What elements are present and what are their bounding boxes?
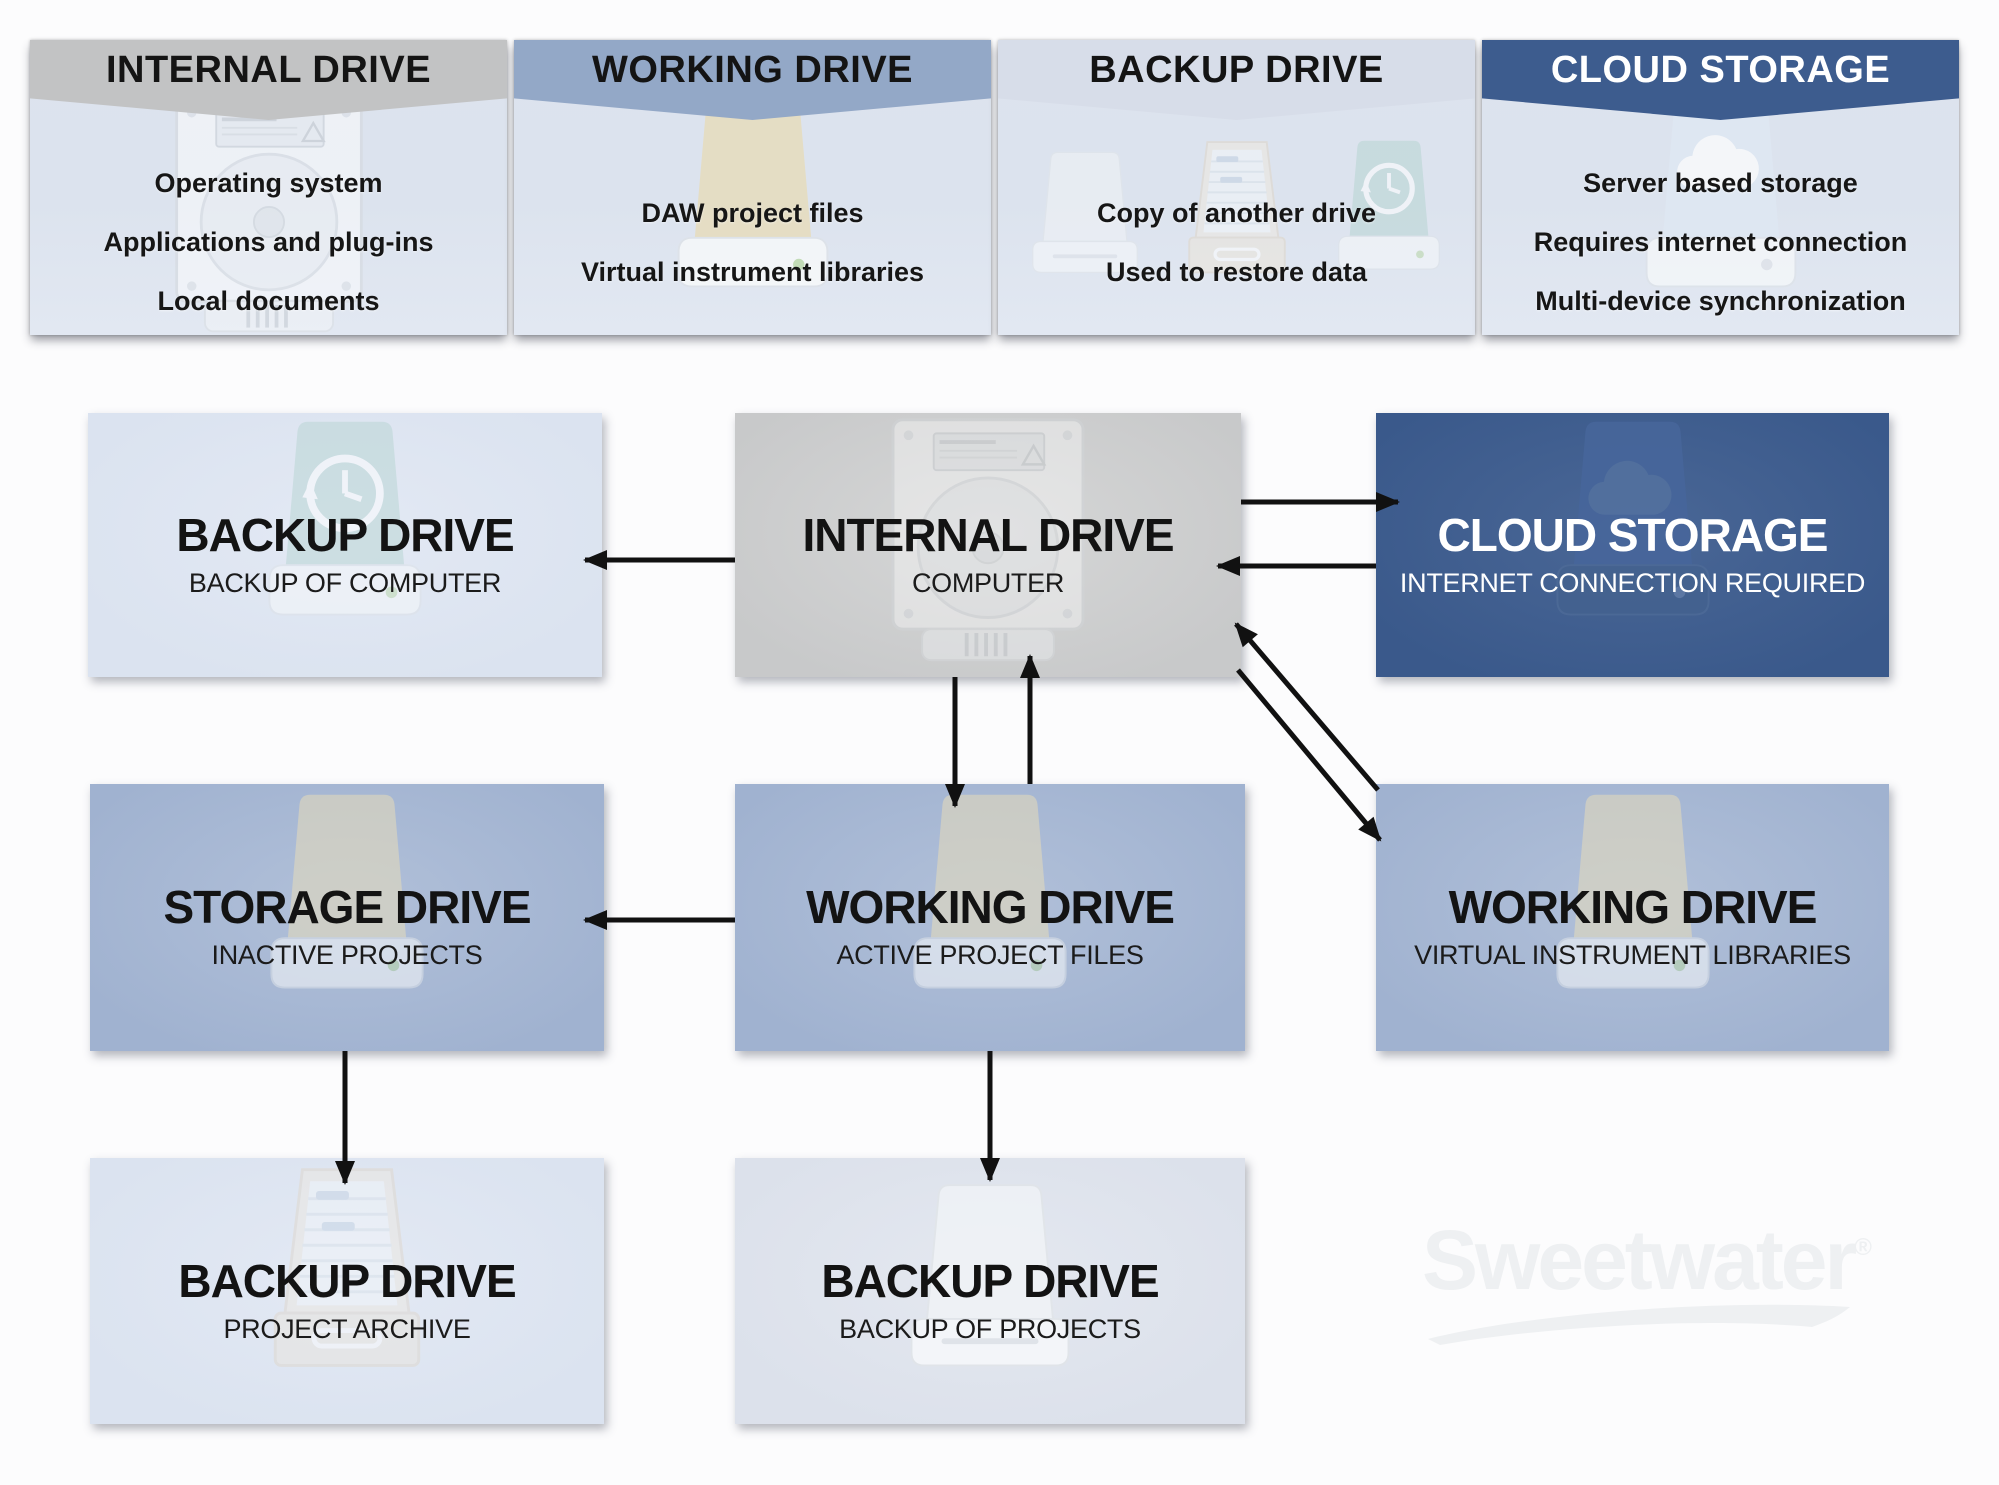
sweetwater-swoosh: [1428, 1304, 1850, 1345]
flow-node-cloud-storage: CLOUD STORAGE INTERNET CONNECTION REQUIR…: [1376, 413, 1889, 677]
sweetwater-logo: Sweetwater®: [1422, 1212, 1882, 1347]
card-body: Copy of another drive Used to restore da…: [998, 120, 1475, 335]
card-item: Requires internet connection: [1533, 227, 1908, 257]
legend-card-internal-drive: INTERNAL DRIVE Operating system Applicat…: [30, 40, 507, 335]
flow-node-storage-drive: STORAGE DRIVE INACTIVE PROJECTS: [90, 784, 604, 1051]
flow-node-working-drive-vi: WORKING DRIVE VIRTUAL INSTRUMENT LIBRARI…: [1376, 784, 1889, 1051]
card-item: DAW project files: [641, 197, 864, 228]
card-item: Copy of another drive: [1096, 197, 1377, 228]
node-text: WORKING DRIVE ACTIVE PROJECT FILES: [806, 880, 1175, 971]
card-item: Server based storage: [1583, 168, 1858, 198]
flow-node-internal-drive: INTERNAL DRIVE COMPUTER: [735, 413, 1241, 677]
node-text: CLOUD STORAGE INTERNET CONNECTION REQUIR…: [1400, 508, 1865, 599]
node-title: WORKING DRIVE: [806, 881, 1175, 933]
flow-node-backup-drive-projects: BACKUP DRIVE BACKUP OF PROJECTS: [735, 1158, 1245, 1424]
node-text: BACKUP DRIVE BACKUP OF COMPUTER: [176, 508, 514, 599]
card-title: CLOUD STORAGE: [1550, 49, 1891, 91]
node-text: BACKUP DRIVE BACKUP OF PROJECTS: [821, 1254, 1159, 1345]
node-subtitle: PROJECT ARCHIVE: [223, 1313, 471, 1344]
flow-node-working-drive-active: WORKING DRIVE ACTIVE PROJECT FILES: [735, 784, 1245, 1051]
node-subtitle: ACTIVE PROJECT FILES: [836, 940, 1144, 970]
card-body: Operating system Applications and plug-i…: [30, 120, 507, 335]
card-body: Server based storage Requires internet c…: [1482, 120, 1959, 335]
node-text: WORKING DRIVE VIRTUAL INSTRUMENT LIBRARI…: [1414, 880, 1851, 971]
card-title: INTERNAL DRIVE: [105, 49, 432, 91]
flow-node-backup-drive-computer: BACKUP DRIVE BACKUP OF COMPUTER: [88, 413, 602, 677]
card-item: Operating system: [154, 168, 383, 198]
card-header: BACKUP DRIVE: [998, 40, 1475, 120]
node-title: BACKUP DRIVE: [176, 508, 514, 561]
card-item: Virtual instrument libraries: [580, 256, 925, 287]
node-subtitle: BACKUP OF PROJECTS: [839, 1313, 1141, 1344]
card-header: INTERNAL DRIVE: [30, 40, 507, 120]
node-title: WORKING DRIVE: [1448, 881, 1818, 933]
legend-card-backup-drive: BACKUP DRIVE Copy of another drive Used …: [998, 40, 1475, 335]
node-subtitle: VIRTUAL INSTRUMENT LIBRARIES: [1414, 940, 1851, 970]
sweetwater-logo-text: Sweetwater: [1422, 1213, 1857, 1307]
node-text: INTERNAL DRIVE COMPUTER: [802, 508, 1174, 599]
legend-card-working-drive: WORKING DRIVE DAW project files Virtual …: [514, 40, 991, 335]
card-title: WORKING DRIVE: [591, 49, 914, 91]
flow-node-backup-drive-archive: BACKUP DRIVE PROJECT ARCHIVE: [90, 1158, 604, 1424]
registered-mark: ®: [1854, 1234, 1872, 1261]
node-title: INTERNAL DRIVE: [802, 508, 1174, 561]
node-subtitle: COMPUTER: [911, 567, 1065, 598]
node-title: BACKUP DRIVE: [821, 1254, 1159, 1307]
node-text: BACKUP DRIVE PROJECT ARCHIVE: [178, 1254, 516, 1345]
node-title: BACKUP DRIVE: [178, 1254, 516, 1307]
card-item: Multi-device synchronization: [1535, 286, 1906, 316]
node-subtitle: INACTIVE PROJECTS: [211, 940, 483, 970]
node-subtitle: BACKUP OF COMPUTER: [188, 567, 502, 598]
legend-card-cloud-storage: CLOUD STORAGE Server based storage Requi…: [1482, 40, 1959, 335]
card-title: BACKUP DRIVE: [1089, 49, 1384, 91]
arrow-working-vi-to-internal: [1234, 622, 1380, 792]
card-header: WORKING DRIVE: [514, 40, 991, 120]
arrow-internal-to-working-vi: [1236, 668, 1382, 842]
card-item: Applications and plug-ins: [103, 227, 434, 257]
node-title: CLOUD STORAGE: [1437, 508, 1829, 561]
node-subtitle: INTERNET CONNECTION REQUIRED: [1399, 567, 1866, 598]
node-text: STORAGE DRIVE INACTIVE PROJECTS: [163, 880, 532, 971]
node-title: STORAGE DRIVE: [163, 881, 532, 933]
card-item: Local documents: [157, 286, 380, 316]
card-body: DAW project files Virtual instrument lib…: [514, 120, 991, 335]
card-header: CLOUD STORAGE: [1482, 40, 1959, 120]
card-item: Used to restore data: [1105, 256, 1368, 287]
